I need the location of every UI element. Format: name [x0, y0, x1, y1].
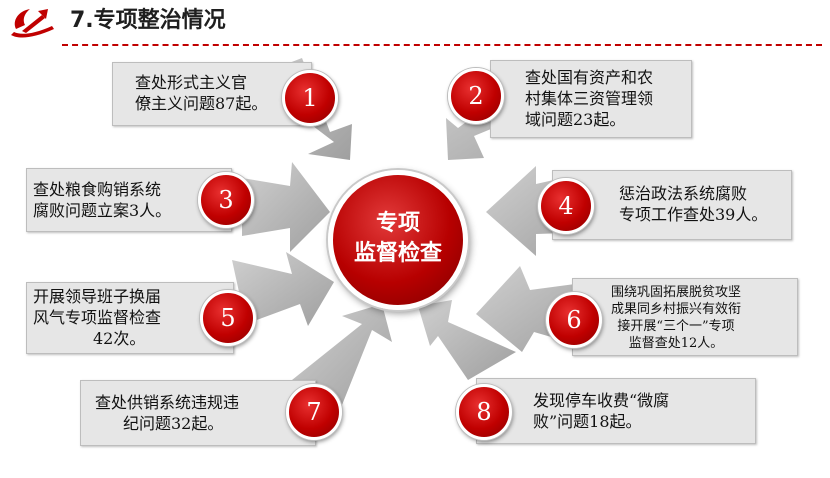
number-circle-1: 1: [282, 70, 338, 126]
item-7-line-2: 纪问题32起。: [123, 414, 224, 433]
item-5-line-1: 开展领导班子换届: [33, 287, 162, 306]
item-7-line-1: 查处供销系统违规违: [95, 393, 240, 412]
item-box-6: 围绕巩固拓展脱贫攻坚 成果同乡村振兴有效衔 接开展“三个一”专项 监督查处12人…: [572, 278, 798, 356]
page-title: 7.专项整治情况: [70, 8, 226, 33]
item-2-line-2: 村集体三资管理领: [525, 89, 654, 108]
item-2-line-3: 域问题23起。: [525, 110, 626, 129]
item-box-3: 查处粮食购销系统 腐败问题立案3人。: [26, 168, 232, 232]
item-box-7: 查处供销系统违规违 纪问题32起。: [80, 380, 316, 446]
center-line-2: 监督检查: [353, 241, 442, 266]
number-circle-7: 7: [286, 384, 342, 440]
number-circle-5: 5: [200, 290, 256, 346]
item-3-line-2: 腐败问题立案3人。: [33, 201, 172, 220]
item-6-line-4: 监督查处12人。: [628, 336, 724, 351]
party-emblem-icon: [11, 9, 54, 38]
item-5-line-3: 42次。: [93, 329, 146, 348]
item-box-8: 发现停车收费“微腐 败”问题18起。: [476, 378, 756, 444]
item-4-line-1: 惩治政法系统腐败: [619, 184, 748, 203]
number-circle-8: 8: [456, 384, 512, 440]
item-8-line-1: 发现停车收费“微腐: [533, 391, 670, 410]
center-line-1: 专项: [375, 211, 420, 236]
item-1-line-1: 查处形式主义官: [135, 73, 248, 92]
number-circle-6: 6: [546, 292, 602, 348]
item-4-line-2: 专项工作查处39人。: [619, 205, 768, 224]
arrow-8: [418, 300, 516, 380]
center-circle: 专项 监督检查: [328, 170, 468, 310]
item-1-line-2: 僚主义问题87起。: [135, 94, 268, 113]
item-2-line-1: 查处国有资产和农: [525, 68, 654, 87]
item-6-line-3: 接开展“三个一”专项: [617, 319, 735, 334]
item-8-line-2: 败”问题18起。: [533, 412, 642, 431]
item-box-5: 开展领导班子换届 风气专项监督检查 42次。: [26, 282, 234, 354]
number-circle-4: 4: [538, 178, 594, 234]
arrow-7: [292, 304, 392, 410]
item-6-line-1: 围绕巩固拓展脱贫攻坚: [611, 285, 742, 300]
number-circle-2: 2: [448, 68, 504, 124]
item-6-line-2: 成果同乡村振兴有效衔: [611, 302, 742, 317]
arrow-3: [242, 162, 330, 252]
item-box-1: 查处形式主义官 僚主义问题87起。: [112, 62, 312, 126]
item-5-line-2: 风气专项监督检查: [33, 308, 162, 327]
arrow-5: [232, 252, 334, 326]
item-3-line-1: 查处粮食购销系统: [33, 180, 162, 199]
item-box-2: 查处国有资产和农 村集体三资管理领 域问题23起。: [490, 60, 692, 138]
title-divider: [62, 44, 822, 46]
number-circle-3: 3: [198, 172, 254, 228]
